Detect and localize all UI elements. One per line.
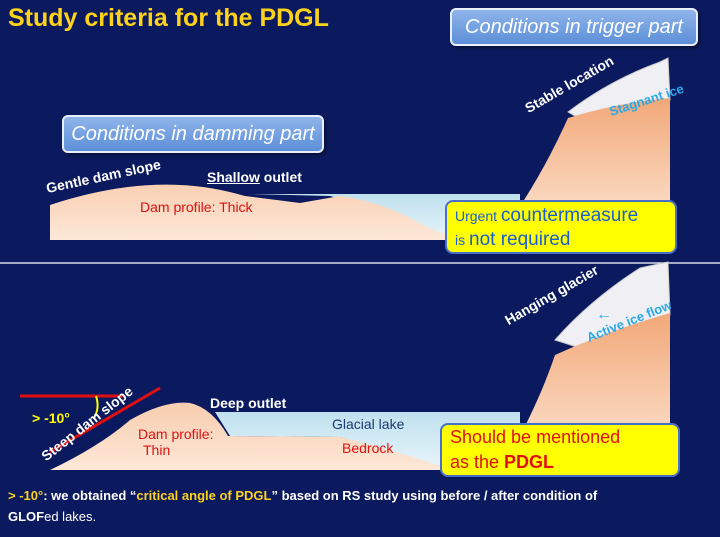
footnote-text-3: ed lakes. bbox=[44, 509, 97, 524]
top-conclusion-c: is bbox=[455, 232, 469, 248]
footnote-line2: GLOFed lakes. bbox=[8, 509, 96, 524]
bottom-conclusion-c: PDGL bbox=[504, 452, 555, 472]
top-conclusion-a: Urgent bbox=[455, 208, 501, 224]
top-dam-profile-label: Dam profile: Thick bbox=[140, 199, 253, 215]
bottom-bedrock-label: Bedrock bbox=[342, 440, 394, 456]
bottom-conclusion-b: as the bbox=[450, 452, 505, 472]
trigger-part-label: Conditions in trigger part bbox=[465, 15, 683, 38]
active-arrow-icon: ← bbox=[596, 306, 612, 323]
bottom-dam-profile-2: Thin bbox=[143, 442, 171, 458]
footnote-text-1: : we obtained “ bbox=[43, 488, 137, 503]
top-conclusion-box: Urgent countermeasure is not required bbox=[445, 200, 677, 254]
footnote-glof: GLOF bbox=[8, 509, 45, 524]
damming-part-box: Conditions in damming part bbox=[62, 115, 324, 153]
footnote-line1: > -10°: we obtained “critical angle of P… bbox=[8, 488, 597, 503]
angle-line-sloped bbox=[49, 386, 161, 454]
top-terrain bbox=[50, 98, 670, 240]
top-conclusion-line1: Urgent countermeasure bbox=[455, 205, 638, 227]
footnote-highlight: critical angle of PDGL bbox=[136, 488, 272, 503]
slide-title: Study criteria for the PDGL bbox=[8, 4, 329, 32]
angle-arc bbox=[93, 395, 99, 419]
bottom-glacial-lake-label: Glacial lake bbox=[332, 416, 405, 432]
bottom-conclusion-box: Should be mentioned as the PDGL bbox=[440, 423, 680, 477]
top-conclusion-d: not required bbox=[469, 229, 571, 250]
top-conclusion-line2: is not required bbox=[455, 229, 570, 251]
top-conclusion-b: countermeasure bbox=[500, 205, 639, 226]
top-outlet-rest: outlet bbox=[259, 169, 302, 185]
damming-part-label: Conditions in damming part bbox=[71, 122, 315, 145]
bottom-dam-profile-1: Dam profile: bbox=[138, 426, 214, 442]
footnote-angle: > -10° bbox=[8, 488, 44, 503]
top-outlet-underlined: Shallow bbox=[207, 169, 260, 185]
footnote-text-2: ” based on RS study using before / after… bbox=[271, 488, 598, 503]
bottom-outlet-label: Deep outlet bbox=[210, 395, 287, 411]
bottom-terrain bbox=[50, 313, 670, 470]
bottom-conclusion-line1: Should be mentioned bbox=[450, 427, 621, 447]
trigger-part-box: Conditions in trigger part bbox=[450, 8, 698, 46]
top-outlet-label: Shallow outlet bbox=[207, 169, 302, 185]
bottom-angle-label: > -10° bbox=[32, 410, 70, 426]
bottom-conclusion-line2: as the PDGL bbox=[450, 452, 554, 473]
